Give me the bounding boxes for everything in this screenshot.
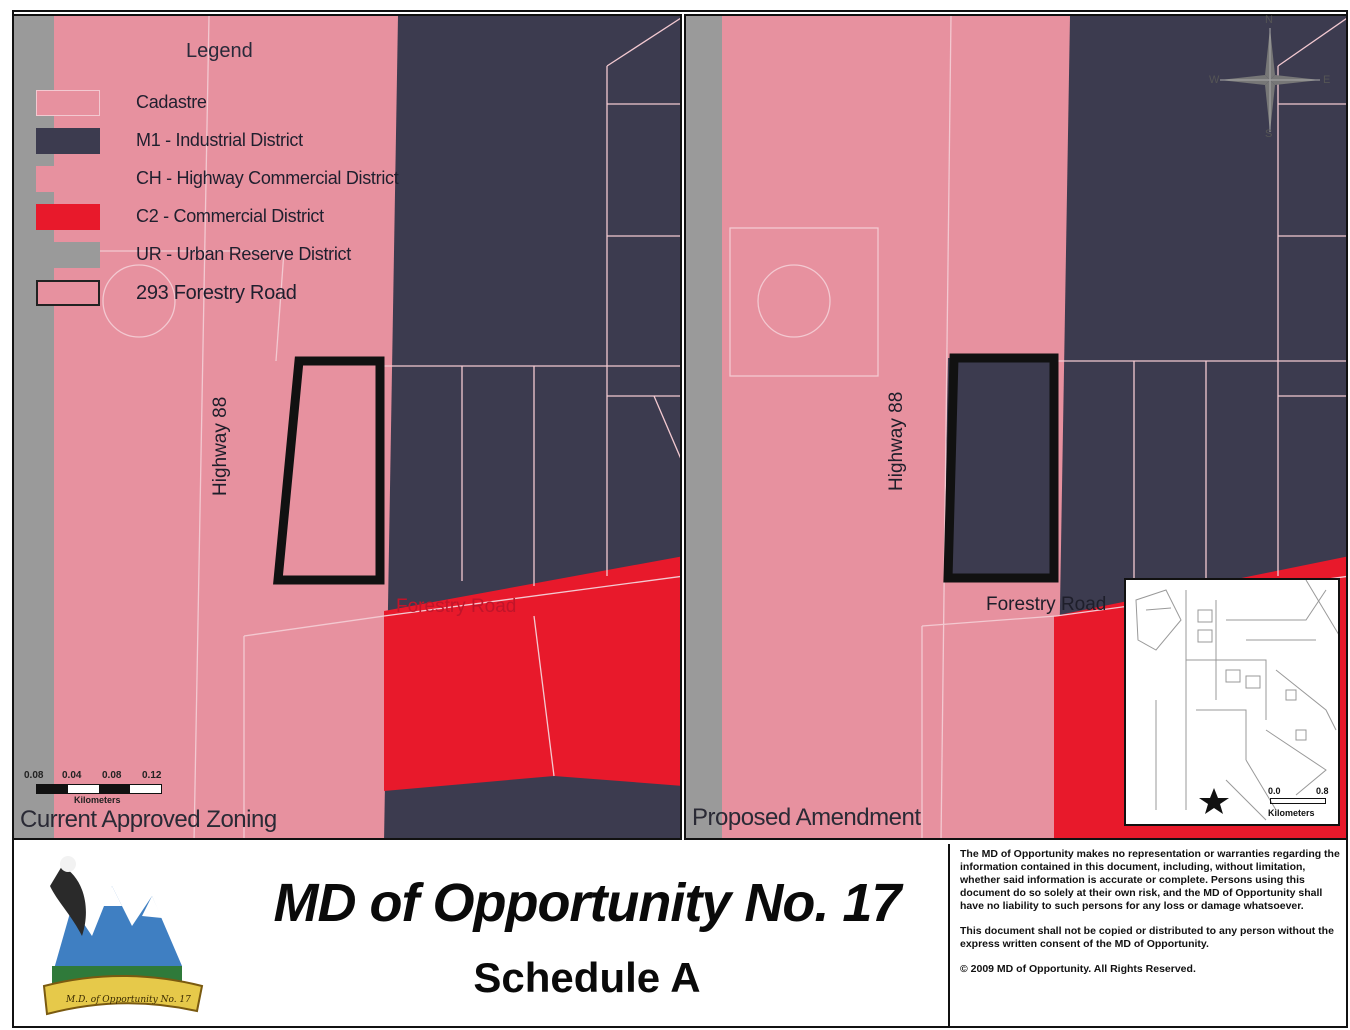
- highway-label: Highway 88: [886, 391, 907, 491]
- forestry-road-label: Forestry Road: [986, 594, 1107, 615]
- cadastre-lines: [54, 16, 680, 838]
- compass-s: S: [1265, 128, 1273, 140]
- star-icon: [1199, 788, 1229, 814]
- inset-street-network: [1135, 580, 1338, 821]
- disclaimer-paragraph: This document shall not be copied or dis…: [960, 925, 1334, 950]
- document-subtitle: Schedule A: [473, 954, 701, 1001]
- compass-n: N: [1265, 14, 1273, 26]
- logo-banner-text: M.D. of Opportunity No. 17: [65, 995, 191, 1005]
- legend-swatch-ch: [36, 166, 100, 192]
- compass-w: W: [1209, 74, 1220, 86]
- copyright-notice: © 2009 MD of Opportunity. All Rights Res…: [960, 963, 1196, 975]
- subject-parcel-outline: [273, 356, 385, 585]
- legend-swatch-c2: [36, 204, 100, 230]
- scale-tick: 0.08: [102, 770, 122, 781]
- inset-scale-tick: 0.8: [1316, 786, 1329, 796]
- legend-item-site: 293 Forestry Road: [36, 280, 416, 310]
- legend-label: M1 - Industrial District: [136, 130, 303, 150]
- compass-rose-icon: [1220, 28, 1320, 132]
- location-inset-map: 0.0 0.8 Kilometers: [1124, 578, 1340, 826]
- urban-reserve-strip: [686, 16, 722, 838]
- inset-scale-tick: 0.0: [1268, 786, 1281, 796]
- municipal-logo: M.D. of Opportunity No. 17: [32, 846, 212, 1022]
- commercial-zone: [384, 556, 680, 791]
- legend-swatch-m1: [36, 128, 100, 154]
- current-zoning-panel: Legend Cadastre M1 - Industrial District…: [12, 14, 682, 840]
- highway-commercial-zone: [54, 16, 398, 838]
- document-title: MD of Opportunity No. 17: [273, 873, 902, 933]
- legend-label: 293 Forestry Road: [136, 282, 297, 304]
- eagle-crest-icon: M.D. of Opportunity No. 17: [42, 856, 204, 1016]
- legend-label: CH - Highway Commercial District: [136, 168, 399, 188]
- legend-label: Cadastre: [136, 92, 207, 112]
- disclaimer-paragraph: The MD of Opportunity makes no represent…: [960, 848, 1340, 912]
- current-zoning-map: [14, 16, 680, 838]
- scale-tick: 0.12: [142, 770, 162, 781]
- inset-scale-bar: [1270, 798, 1326, 804]
- scale-bar-graphic: [36, 784, 162, 794]
- inset-scale-unit: Kilometers: [1268, 808, 1315, 818]
- highway-commercial-zone: [722, 16, 1070, 838]
- scale-tick: 0.04: [62, 770, 82, 781]
- subject-parcel-outline: [943, 353, 1059, 583]
- legend-label: UR - Urban Reserve District: [136, 244, 351, 264]
- scale-unit: Kilometers: [74, 795, 121, 805]
- forestry-road-label: Forestry Road: [396, 596, 517, 617]
- cadastre-lines: [729, 16, 1346, 838]
- scale-tick: 0.08: [24, 770, 44, 781]
- legend-title: Legend: [186, 40, 253, 62]
- legend-item-ch: CH - Highway Commercial District: [36, 166, 416, 196]
- legend-swatch-cadastre: [36, 90, 100, 116]
- title-block: M.D. of Opportunity No. 17 MD of Opportu…: [12, 842, 1348, 1028]
- legend-swatch-site: [36, 280, 100, 306]
- legend-item-m1: M1 - Industrial District: [36, 128, 416, 158]
- north-arrow-icon: N E S W: [1205, 14, 1335, 140]
- legend-swatch-ur: [36, 242, 100, 268]
- legend-item-cadastre: Cadastre: [36, 90, 416, 120]
- compass-e: E: [1323, 74, 1331, 86]
- legend-label: C2 - Commercial District: [136, 206, 324, 226]
- legend-item-c2: C2 - Commercial District: [36, 204, 416, 234]
- amended-industrial-parcel: [944, 358, 1054, 578]
- panel-caption: Current Approved Zoning: [20, 806, 277, 833]
- disclaimer-box: The MD of Opportunity makes no represent…: [948, 844, 1348, 1026]
- highway-label: Highway 88: [210, 396, 231, 496]
- legend-item-ur: UR - Urban Reserve District: [36, 242, 416, 272]
- panel-caption: Proposed Amendment: [692, 804, 921, 831]
